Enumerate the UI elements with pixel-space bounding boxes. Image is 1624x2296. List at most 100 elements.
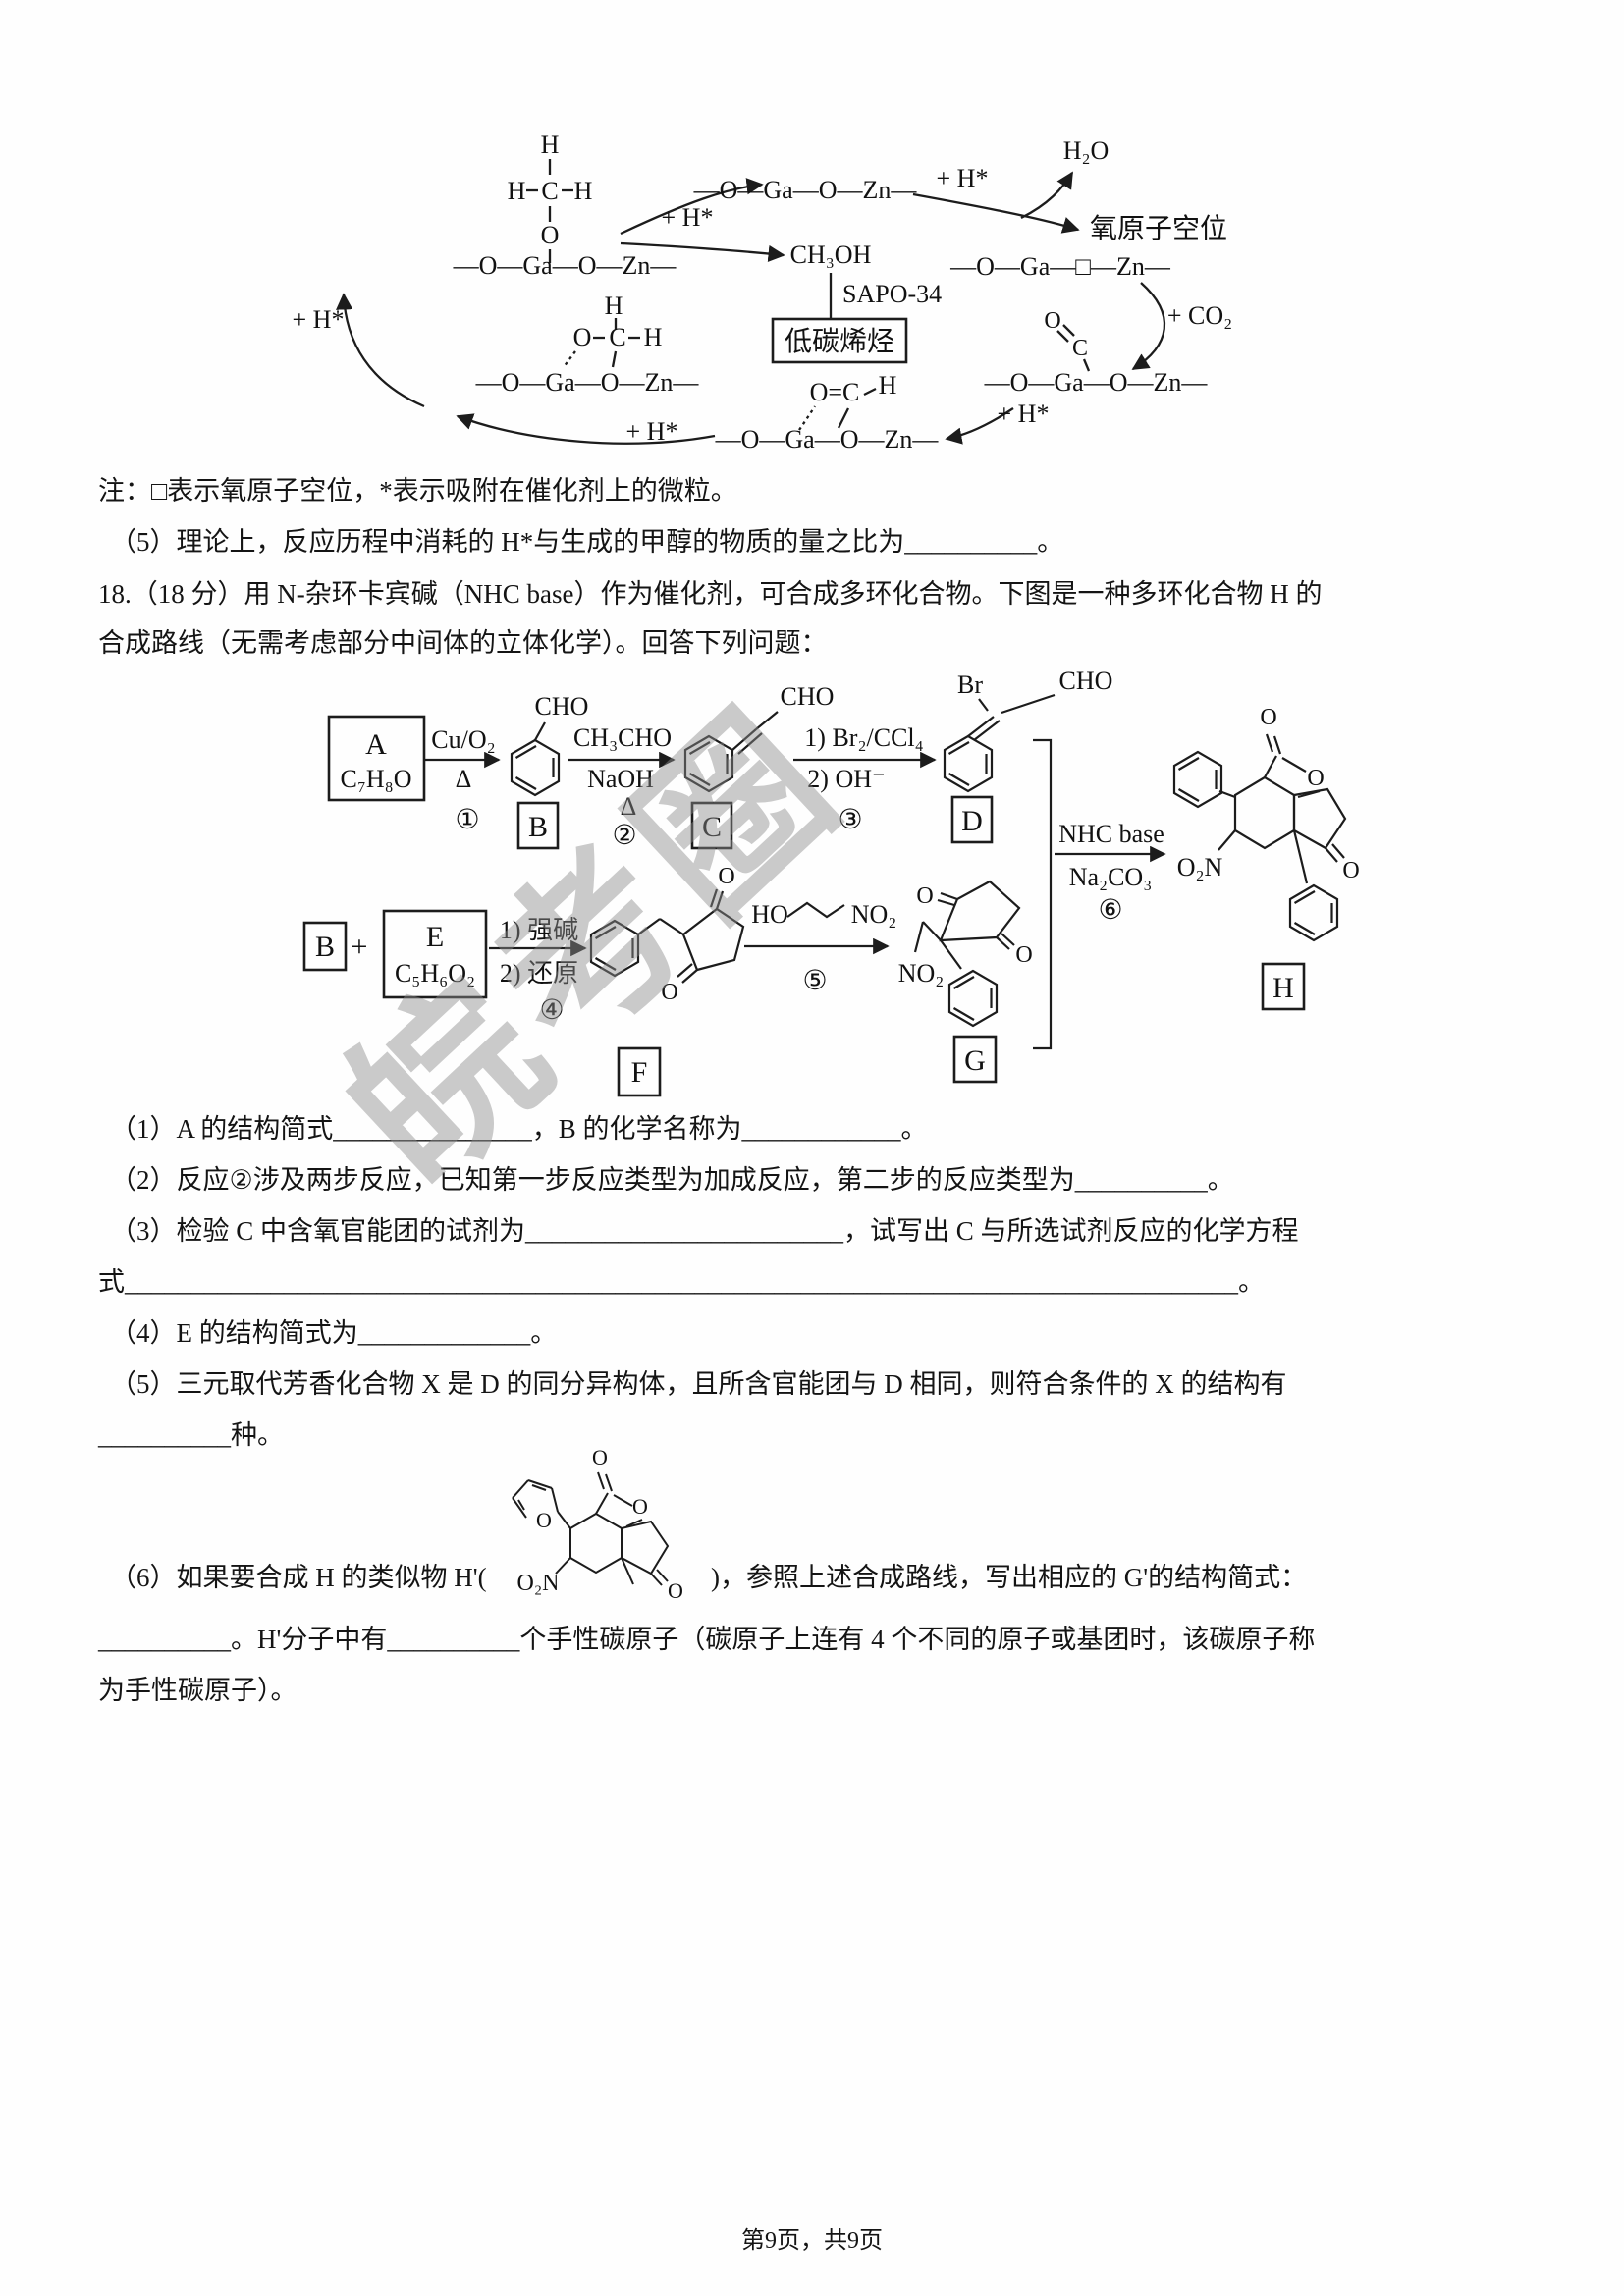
compound-f-structure: O O F [589,864,745,1097]
step-2-number: ② [612,821,636,851]
step-4-arrow: 1) 强碱 2) 还原 ④ [489,916,587,1026]
compound-c-structure: CHO C [683,682,835,850]
step-5-arrow: HO NO₂ ⑤ [744,900,896,996]
atom-label: O [573,323,592,351]
step-2-reagent: CH₃CHO [573,723,672,752]
lactone-oxygen: O [632,1494,648,1519]
step-2-base: NaOH [587,765,654,793]
compound-e-label: E [426,921,444,953]
furan-oxygen: O [536,1508,552,1532]
ketone-oxygen: O [668,1578,683,1603]
q6-line3: 为手性碳原子）。 [98,1676,298,1705]
species-formate-bottom-middle: O=C H —O—Ga—O—Zn— [715,371,940,454]
compound-h-label: H [1272,972,1294,1004]
atom-label: H [574,177,593,205]
olefins-label: 低碳烯烃 [785,326,894,357]
arrow-water-release: + H* H₂O [912,136,1109,234]
ketone-oxygen: O [1015,942,1032,968]
ga-zn-chain: —O—Ga—O—Zn— [475,368,700,397]
arrow-co2-insertion: + CO₂ [1131,282,1232,370]
plus-sign: + [352,931,368,963]
ketone-oxygen: O [661,980,677,1005]
compound-d-structure: Br CHO D [943,667,1113,844]
step-1-number: ① [455,805,479,835]
nitro-group: NO₂ [898,959,945,988]
sapo-34-label: SAPO-34 [842,280,942,308]
ketone-oxygen: O [718,864,734,889]
q5-line2: __________种。 [98,1420,284,1450]
step-6-base: Na₂CO₃ [1069,863,1153,891]
compound-b2-box: B [302,921,348,972]
olefins-box [771,317,908,364]
ga-zn-vacancy-chain: —O—Ga—□—Zn— [949,252,1171,281]
species-formaldehyde-bottom-left: H O C H —O—Ga—O—Zn— [475,292,700,397]
plus-hstar-label: + H* [626,417,678,446]
arrow-formaldehyde-step: + H* [456,413,716,446]
atom-label: O [541,221,560,249]
atom-label: C [1072,336,1088,361]
compound-a-label: A [365,728,387,761]
q3-line1: （3）检验 C 中含氧官能团的试剂为______________________… [110,1216,1299,1246]
compound-d-label: D [961,805,983,837]
methanol-label: CH₃OH [790,240,872,269]
compound-e-formula: C₅H₆O₂ [395,959,475,988]
q4-line: （4）E 的结构简式为_____________。 [110,1318,558,1348]
plus-hstar-label: + H* [998,400,1050,428]
compound-c-label: C [702,811,722,843]
step-4-number: ④ [539,995,564,1026]
br-group: Br [957,670,983,699]
oxygen-vacancy-label: 氧原子空位 [1090,213,1227,244]
h-prime-structure: O O₂N O O O [512,1445,683,1603]
cho-group: CHO [1059,667,1113,695]
step-6-number: ⑥ [1098,895,1122,926]
q6-line1-post: )，参照上述合成路线，写出相应的 G'的结构简式： [711,1563,1308,1592]
nitro-group: O₂N [1177,853,1223,881]
plus-hstar-label: + H* [293,305,345,334]
plus-co2-label: + CO₂ [1167,301,1232,330]
methanol-to-olefins: CH₃OH SAPO-34 低碳烯烃 [771,240,942,364]
q17-5-line: （5）理论上，反应历程中消耗的 H*与生成的甲醇的物质的量之比为________… [110,527,1064,557]
step-3-number: ③ [838,805,862,835]
compound-h-structure: O₂N O O O H [1172,705,1360,1011]
bracket [1033,738,1053,1050]
step-6-catalyst: NHC base [1058,820,1164,848]
atom-label: C [609,323,625,351]
q18-intro-line2: 合成路线（无需考虑部分中间体的立体化学）。回答下列问题： [98,628,828,658]
formate-label: O=C [810,378,860,406]
cho-group: CHO [535,692,589,721]
step-4-reagent1: 1) 强碱 [500,916,578,944]
step-3-arrow: 1) Br₂/CCl₄ 2) OH⁻ ③ [793,723,937,835]
mechanism-diagram: H H C H O —O—Ga—O—Zn— + H* —O—Ga—O—Zn— C… [293,131,1233,454]
q1-line: （1）A 的结构简式_______________，B 的化学名称为______… [110,1114,928,1144]
compound-a-formula: C₇H₈O [340,765,411,793]
ga-zn-chain: —O—Ga—O—Zn— [715,425,940,454]
step-3-reagent1: 1) Br₂/CCl₄ [804,723,923,752]
compound-g-label: G [964,1044,986,1077]
synthesis-scheme: A C₇H₈O Cu/O₂ Δ ① CHO B CH₃CHO NaOH Δ ② [302,667,1360,1097]
atom-label: C [541,177,558,205]
nitro-group: O₂N [516,1571,559,1596]
compound-b2-label: B [315,931,335,963]
carbonyl-oxygen: O [1260,705,1276,730]
step-2-arrow: CH₃CHO NaOH Δ ② [568,723,676,851]
carbonyl-oxygen: O [592,1445,608,1469]
compound-g-structure: O O NO₂ G [898,880,1033,1084]
q6-line1-pre: （6）如果要合成 H 的类似物 H'( [110,1563,487,1592]
step-1-arrow: Cu/O₂ Δ ① [424,725,501,835]
step-6-arrow: NHC base Na₂CO₃ ⑥ [1055,820,1166,926]
q18-intro-line1: 18.（18 分）用 N-杂环卡宾碱（NHC base）作为催化剂，可合成多环化… [98,579,1323,609]
step-3-reagent2: 2) OH⁻ [807,765,885,793]
furan-ring: O [512,1479,559,1532]
lactone-ring: O O [592,1445,648,1527]
step-2-delta: Δ [621,792,637,821]
ga-zn-chain: —O—Ga—O—Zn— [453,251,677,280]
compound-f-label: F [631,1056,648,1089]
step-5-number: ⑤ [802,966,827,996]
ketone-oxygen: O [1342,858,1359,883]
species-carbonate-bottom-right: O C —O—Ga—O—Zn— [984,308,1209,397]
compound-b-structure: CHO B [510,692,589,850]
cho-group: CHO [781,682,835,711]
compound-a-box: A C₇H₈O [327,715,426,802]
atom-label: H [508,177,526,205]
ga-zn-chain: —O—Ga—O—Zn— [984,368,1209,397]
